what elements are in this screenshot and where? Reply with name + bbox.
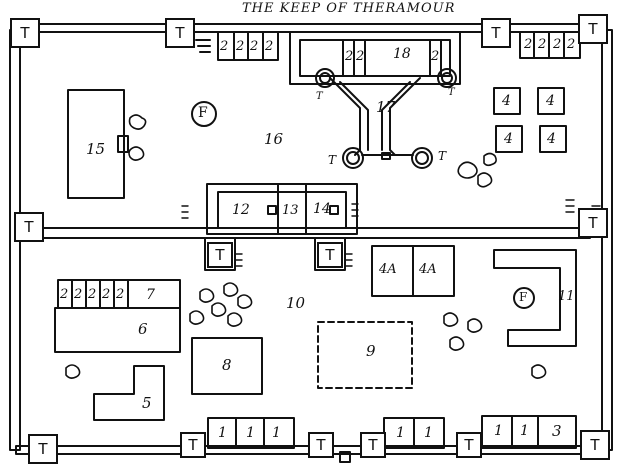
tower-n1: T (165, 18, 195, 48)
label-2: 2 (60, 287, 69, 302)
gate-tower-left (204, 237, 236, 271)
fountain-north-label: F (198, 105, 208, 121)
tower-sw: T (28, 434, 58, 464)
label-2: 2 (74, 287, 83, 302)
label-14: 14 (313, 201, 331, 217)
label-2: 2 (345, 49, 354, 64)
tower-s4: T (456, 432, 482, 458)
label-2: 2 (102, 287, 111, 302)
tower-nw: T (10, 18, 40, 48)
label-5: 5 (142, 394, 152, 412)
label-12: 12 (232, 202, 250, 218)
building-5 (93, 365, 165, 421)
label-2: 2 (524, 37, 533, 52)
label-1: 1 (396, 425, 405, 441)
tower-w: T (14, 212, 44, 242)
label-7: 7 (146, 287, 155, 303)
label-2: 2 (236, 39, 245, 54)
label-10: 10 (286, 294, 306, 312)
turret-mark: T (316, 91, 323, 102)
label-4: 4 (547, 131, 556, 147)
label-6: 6 (138, 320, 148, 338)
label-15: 15 (86, 140, 106, 158)
label-17: 17 (376, 98, 396, 116)
label-16: 16 (264, 130, 284, 148)
bottom-row (207, 415, 577, 463)
tower-gate-left: T (207, 242, 233, 268)
tower-ne: T (578, 14, 608, 44)
label-1: 1 (218, 425, 227, 441)
label-2: 2 (220, 39, 229, 54)
hatching (181, 199, 601, 267)
turret-mark: T (328, 153, 337, 167)
label-13: 13 (282, 203, 299, 218)
fountain-north (191, 101, 217, 127)
gate-tower-right (314, 237, 346, 271)
buildings-4a (371, 245, 455, 297)
label-4: 4 (546, 93, 555, 109)
trees (65, 114, 547, 379)
map-title: THE KEEP OF THERAMOUR (242, 1, 456, 16)
houses-2-left (195, 31, 279, 61)
building-8 (191, 337, 263, 395)
building-15 (67, 89, 125, 199)
label-2: 2 (250, 39, 259, 54)
label-2: 2 (553, 37, 562, 52)
tower-s3: T (360, 432, 386, 458)
label-2: 2 (88, 287, 97, 302)
label-2: 2 (567, 37, 576, 52)
tower-n2: T (481, 18, 511, 48)
label-18: 18 (393, 46, 411, 62)
houses-2-right (519, 31, 581, 59)
label-1: 1 (424, 425, 433, 441)
building-11 (493, 249, 577, 347)
label-9: 9 (366, 342, 376, 360)
fountain-south-label: F (519, 290, 528, 304)
gatehouse (206, 183, 358, 235)
label-1: 1 (246, 425, 255, 441)
tower-e: T (578, 208, 608, 238)
label-2: 2 (116, 287, 125, 302)
label-2: 2 (431, 49, 440, 64)
turret-mark: T (448, 87, 455, 98)
buildings-4 (493, 87, 567, 153)
label-11: 11 (558, 289, 575, 304)
label-1: 1 (272, 425, 281, 441)
label-4: 4 (502, 93, 511, 109)
label-1: 1 (520, 423, 529, 439)
label-1: 1 (494, 423, 503, 439)
label-8: 8 (222, 356, 232, 374)
label-2: 2 (265, 39, 274, 54)
fountain-south (513, 287, 535, 309)
label-4a: 4A (419, 262, 437, 277)
tower-s2: T (308, 432, 334, 458)
area-9 (317, 321, 413, 389)
tower-s1: T (180, 432, 206, 458)
label-2: 2 (538, 37, 547, 52)
tower-se: T (580, 430, 610, 460)
label-4: 4 (504, 131, 513, 147)
building-6 (54, 307, 181, 353)
label-3: 3 (552, 422, 562, 440)
label-2: 2 (356, 49, 365, 64)
turret-mark: T (438, 149, 447, 163)
tower-gate-right: T (317, 242, 343, 268)
keep-building (289, 31, 461, 169)
label-4a: 4A (379, 262, 397, 277)
